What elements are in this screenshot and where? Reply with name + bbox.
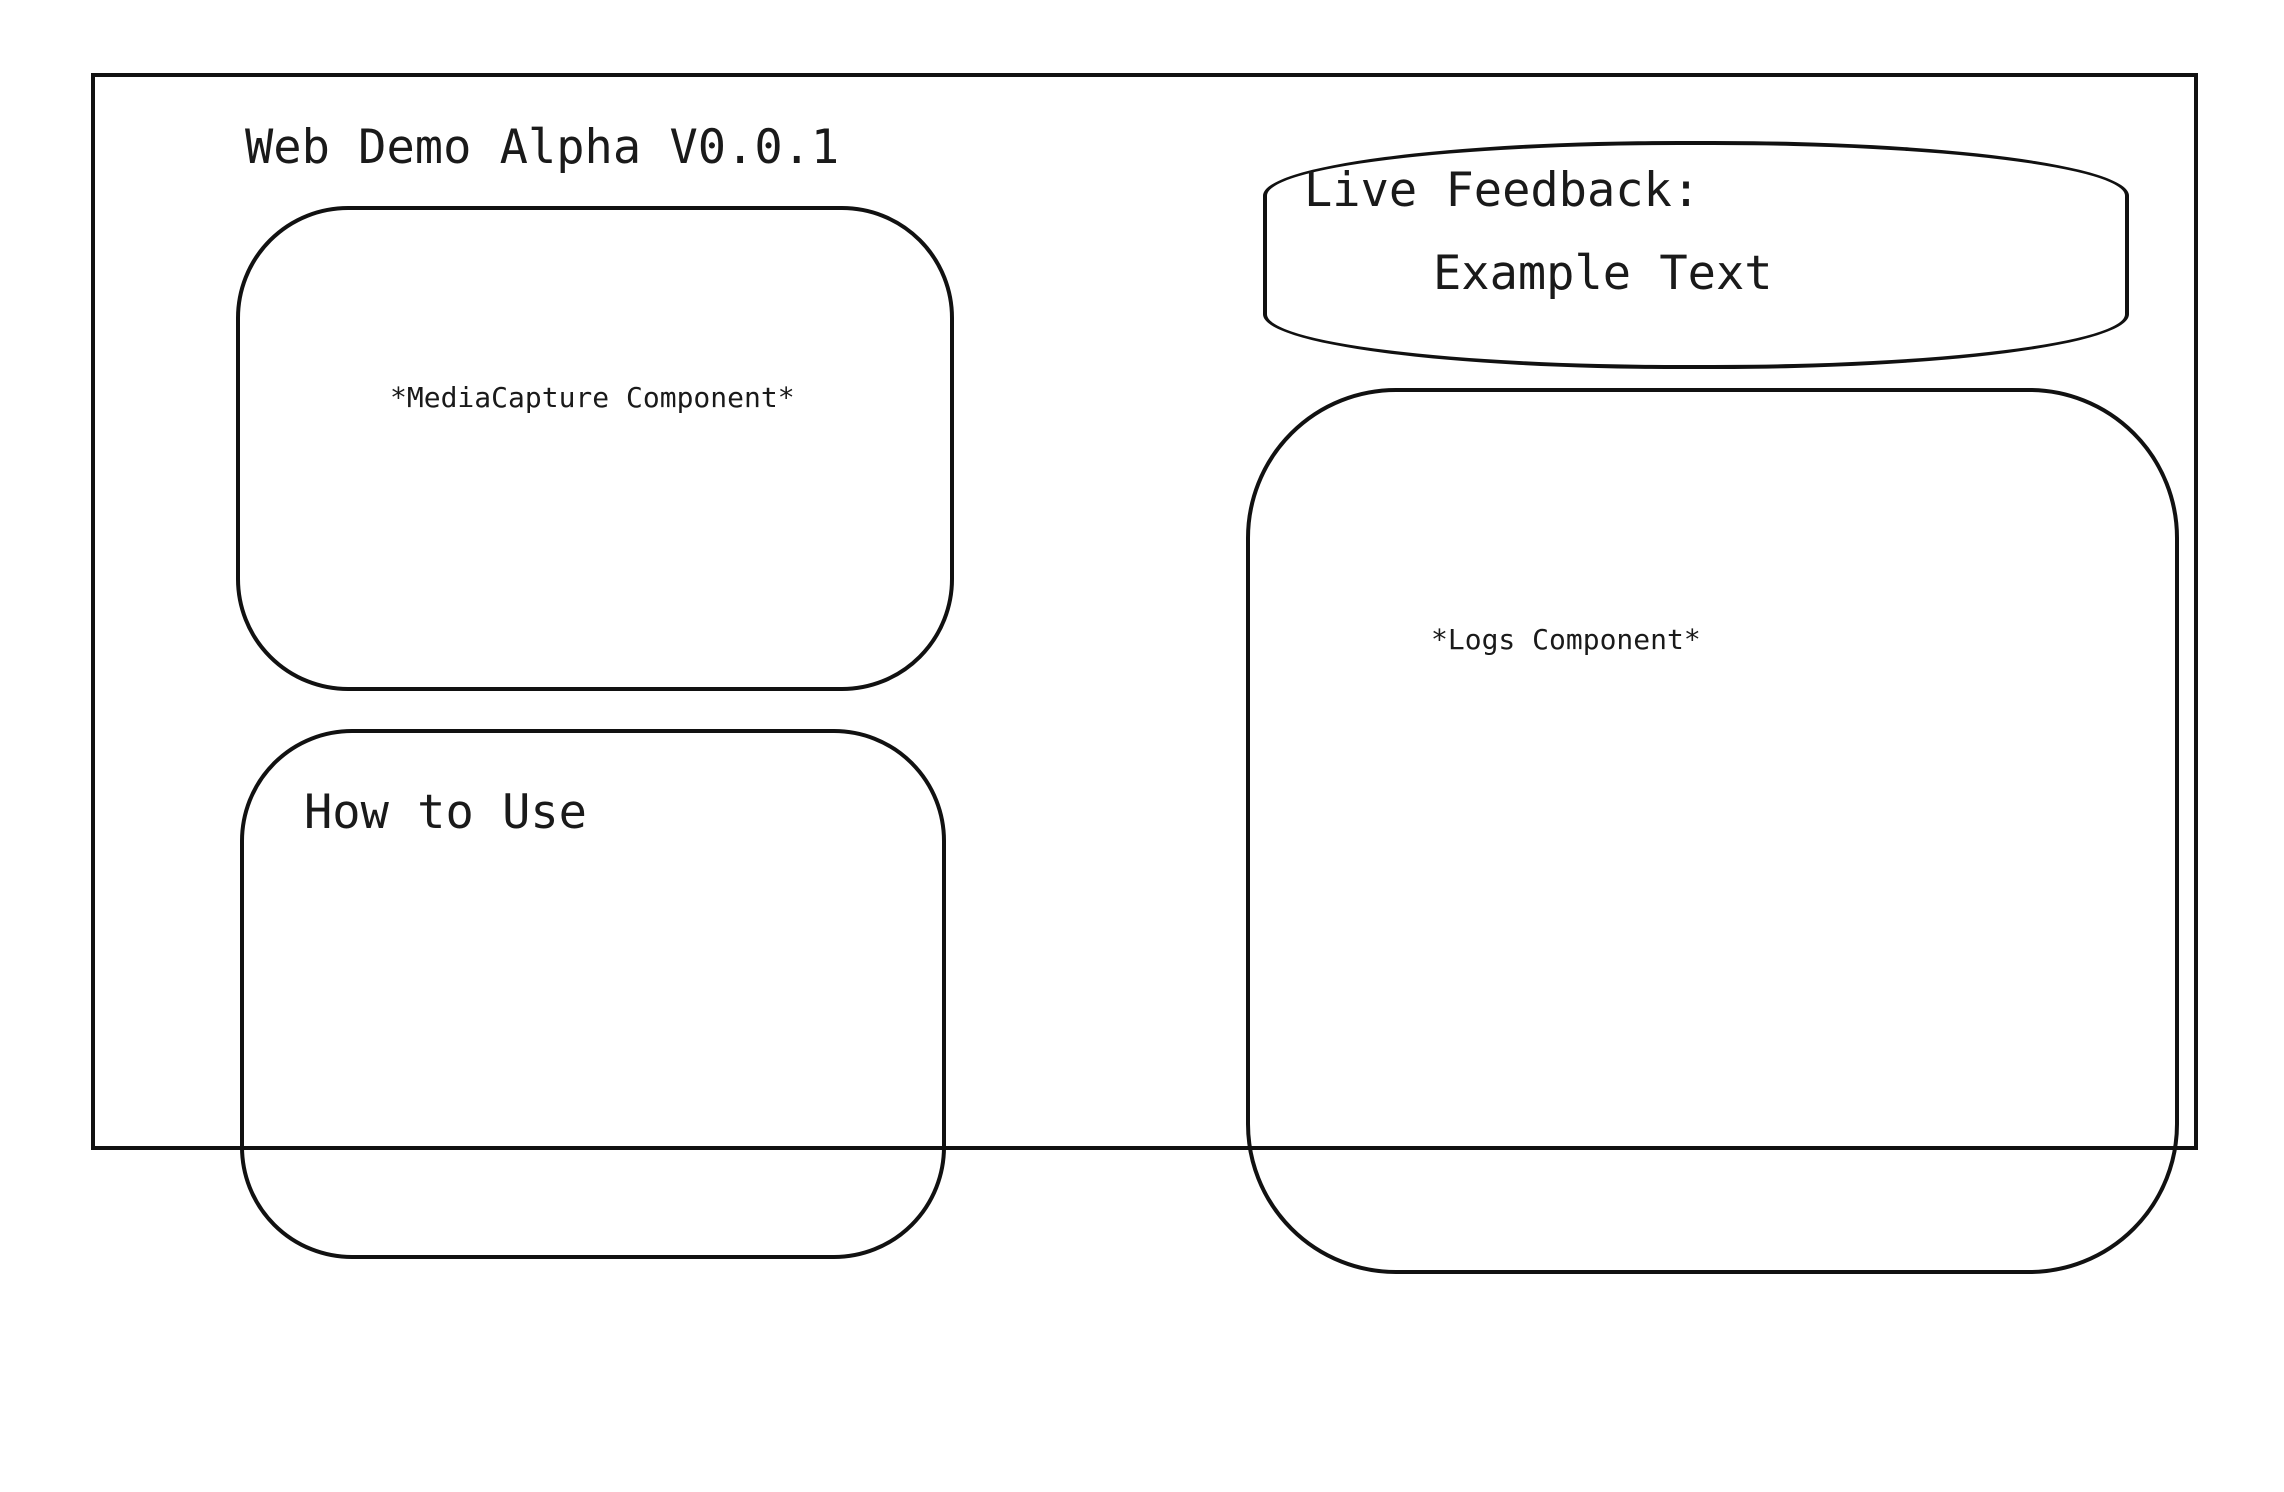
- live-feedback-panel: [1263, 141, 2129, 369]
- app-title: Web Demo Alpha V0.0.1: [245, 120, 840, 175]
- logs-label: *Logs Component*: [1431, 623, 1701, 656]
- live-feedback-label: Live Feedback:: [1304, 163, 1701, 218]
- logs-panel[interactable]: [1246, 388, 2179, 1274]
- media-capture-label: *MediaCapture Component*: [390, 381, 795, 414]
- how-to-use-panel: [240, 729, 946, 1259]
- how-to-use-heading: How to Use: [304, 785, 587, 840]
- media-capture-panel[interactable]: [236, 206, 954, 691]
- app-window-frame: [91, 73, 2198, 1150]
- live-feedback-text: Example Text: [1433, 246, 1773, 301]
